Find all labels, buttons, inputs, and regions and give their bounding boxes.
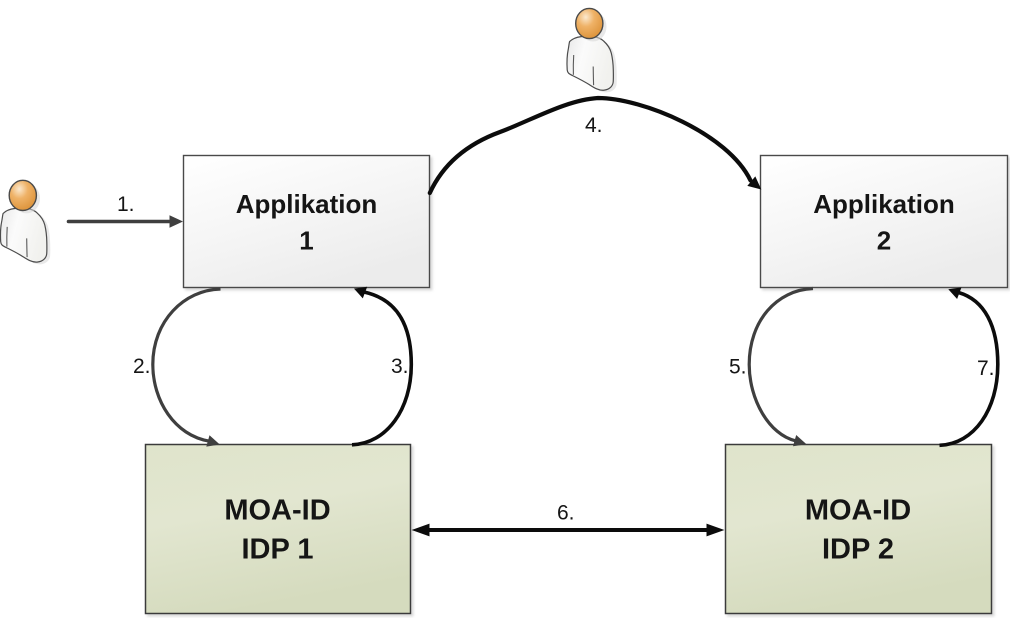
svg-text:MOA-ID: MOA-ID [805, 495, 911, 527]
svg-text:Applikation: Applikation [813, 189, 955, 219]
svg-text:6.: 6. [557, 502, 575, 525]
svg-text:IDP 2: IDP 2 [822, 534, 894, 566]
svg-text:Applikation: Applikation [236, 189, 378, 219]
svg-text:2: 2 [877, 226, 891, 256]
svg-text:2.: 2. [133, 355, 151, 378]
svg-text:1: 1 [299, 226, 313, 256]
svg-text:5.: 5. [729, 356, 747, 379]
svg-text:MOA-ID: MOA-ID [224, 495, 330, 527]
svg-text:IDP 1: IDP 1 [241, 534, 313, 566]
svg-text:4.: 4. [585, 114, 603, 137]
svg-text:3.: 3. [391, 355, 409, 378]
svg-text:1.: 1. [117, 193, 135, 216]
svg-text:7.: 7. [977, 357, 995, 380]
